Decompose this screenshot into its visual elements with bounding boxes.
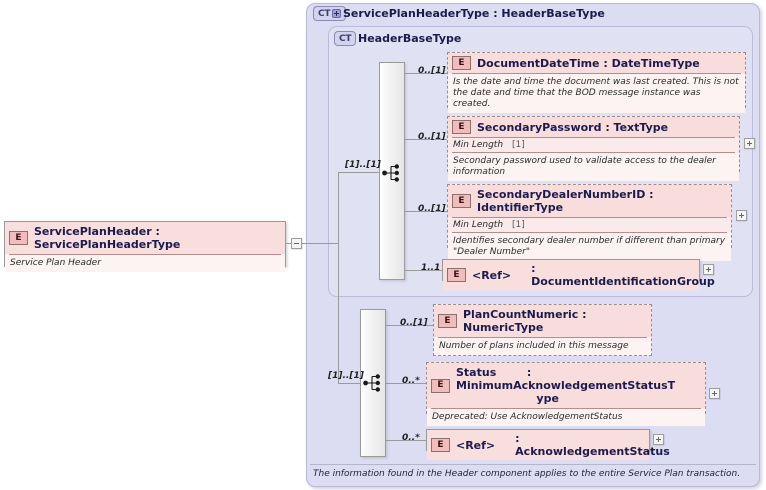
element-header: E SecondaryDealerNumberID : IdentifierTy…: [448, 185, 731, 217]
expand-toggle[interactable]: [703, 264, 714, 275]
element-name: SecondaryPassword : TextType: [477, 120, 669, 134]
branch-line: [386, 325, 433, 326]
element-facet: Min Length [1]: [448, 218, 731, 232]
element-badge-icon: E: [431, 438, 450, 452]
cardinality-label: 0..[1]: [418, 66, 446, 76]
base-sequence-compositor[interactable]: [379, 62, 405, 280]
element-annotation: Identifies secondary dealer number if di…: [448, 233, 731, 261]
facet-label: Min Length: [453, 220, 504, 230]
element-annotation: Secondary password used to validate acce…: [448, 153, 739, 181]
element-name: SecondaryDealerNumberID : IdentifierType: [477, 188, 658, 214]
divider: [452, 217, 727, 218]
facet-value: [1]: [512, 140, 525, 150]
element-box-ref-documentidentificationgroup[interactable]: E <Ref> : DocumentIdentificationGroup: [442, 259, 715, 290]
element-badge-icon: E: [452, 194, 471, 208]
divider: [9, 254, 281, 255]
element-box-secondarypassword[interactable]: E SecondaryPassword : TextType Min Lengt…: [447, 116, 740, 181]
element-box-ref-acknowledgementstatus[interactable]: E <Ref> : AcknowledgementStatus: [426, 429, 670, 460]
compositor-inbound-line: [338, 172, 379, 173]
element-ref-type: : DocumentIdentificationGroup: [531, 262, 715, 288]
element-header: E PlanCountNumeric : NumericType: [434, 305, 651, 337]
sequence-icon: [382, 164, 399, 182]
complex-type-title: ServicePlanHeaderType : HeaderBaseType: [343, 7, 605, 20]
base-type-tag-label: CT: [339, 33, 352, 44]
expand-toggle[interactable]: [653, 434, 664, 445]
divider: [431, 408, 701, 409]
element-annotation: Number of plans included in this message: [434, 338, 651, 355]
element-badge-icon: E: [452, 120, 471, 134]
facet-label: Min Length: [453, 140, 504, 150]
element-badge-icon: E: [431, 378, 450, 393]
extension-sequence-cardinality: [1]..[1]: [328, 371, 364, 381]
connector-line: [286, 243, 291, 244]
root-element-box[interactable]: E ServicePlanHeader : ServicePlanHeaderT…: [4, 221, 286, 272]
expand-toggle[interactable]: [744, 138, 755, 149]
collapse-toggle[interactable]: [291, 238, 302, 249]
sequence-icon: [363, 374, 380, 392]
element-badge-icon: E: [438, 314, 457, 328]
branch-line: [405, 73, 447, 74]
element-name: PlanCountNumeric : NumericType: [463, 308, 591, 334]
element-header: E <Ref> : DocumentIdentificationGroup: [443, 260, 715, 290]
cardinality-label: 0..*: [402, 376, 420, 386]
compositor-inbound-line: [338, 383, 360, 384]
cardinality-label: 1..1: [421, 263, 441, 273]
trunk-line: [338, 172, 339, 383]
element-header: E DocumentDateTime : DateTimeType: [448, 53, 745, 73]
base-sequence-cardinality: [1]..[1]: [345, 160, 381, 170]
element-name: Status : MinimumAcknowledgementStatusT y…: [456, 366, 676, 405]
branch-line: [405, 139, 447, 140]
divider: [310, 464, 756, 465]
element-ref-type: : AcknowledgementStatus: [515, 432, 670, 458]
cardinality-label: 0..[1]: [400, 318, 428, 328]
divider: [452, 137, 735, 138]
divider: [438, 337, 647, 338]
base-type-title: HeaderBaseType: [358, 32, 462, 45]
cardinality-label: 0..*: [402, 433, 420, 443]
root-element-name: ServicePlanHeader : ServicePlanHeaderTyp…: [34, 225, 181, 251]
ct-plus-icon[interactable]: [332, 9, 342, 18]
expand-toggle[interactable]: [736, 210, 747, 221]
element-annotation: Deprecated: Use AcknowledgementStatus: [427, 409, 705, 426]
base-type-tag[interactable]: CT: [334, 31, 357, 46]
element-ref-label: <Ref>: [472, 268, 512, 282]
element-badge-icon: E: [447, 268, 466, 282]
divider: [452, 73, 741, 74]
element-header: E SecondaryPassword : TextType: [448, 117, 739, 137]
divider: [452, 232, 727, 233]
root-element-header: E ServicePlanHeader : ServicePlanHeaderT…: [5, 222, 285, 254]
facet-value: [1]: [512, 220, 525, 230]
element-facet: Min Length [1]: [448, 138, 739, 152]
branch-line: [405, 211, 447, 212]
branch-line: [386, 440, 426, 441]
complex-type-footer-annotation: The information found in the Header comp…: [313, 469, 741, 479]
element-header: E Status : MinimumAcknowledgementStatusT…: [427, 363, 705, 408]
divider: [452, 152, 735, 153]
element-header: E <Ref> : AcknowledgementStatus: [427, 430, 670, 460]
expand-toggle[interactable]: [709, 388, 720, 399]
element-badge-icon: E: [9, 231, 28, 245]
element-annotation: Is the date and time the document was la…: [448, 74, 745, 113]
element-box-secondarydealernumberid[interactable]: E SecondaryDealerNumberID : IdentifierTy…: [447, 184, 732, 261]
cardinality-label: 0..[1]: [418, 132, 446, 142]
complex-type-tag[interactable]: CT: [313, 6, 347, 21]
connector-line: [302, 243, 338, 244]
element-box-plancountnumeric[interactable]: E PlanCountNumeric : NumericType Number …: [433, 304, 652, 356]
element-ref-label: <Ref>: [456, 438, 496, 452]
element-box-status[interactable]: E Status : MinimumAcknowledgementStatusT…: [426, 362, 706, 426]
branch-line: [405, 270, 442, 271]
element-box-documentdatetime[interactable]: E DocumentDateTime : DateTimeType Is the…: [447, 52, 746, 113]
branch-line: [386, 383, 426, 384]
element-name: DocumentDateTime : DateTimeType: [477, 56, 700, 70]
root-element-annotation: Service Plan Header: [5, 255, 285, 272]
complex-type-tag-label: CT: [318, 8, 331, 19]
element-badge-icon: E: [452, 56, 471, 70]
cardinality-label: 0..[1]: [418, 204, 446, 214]
